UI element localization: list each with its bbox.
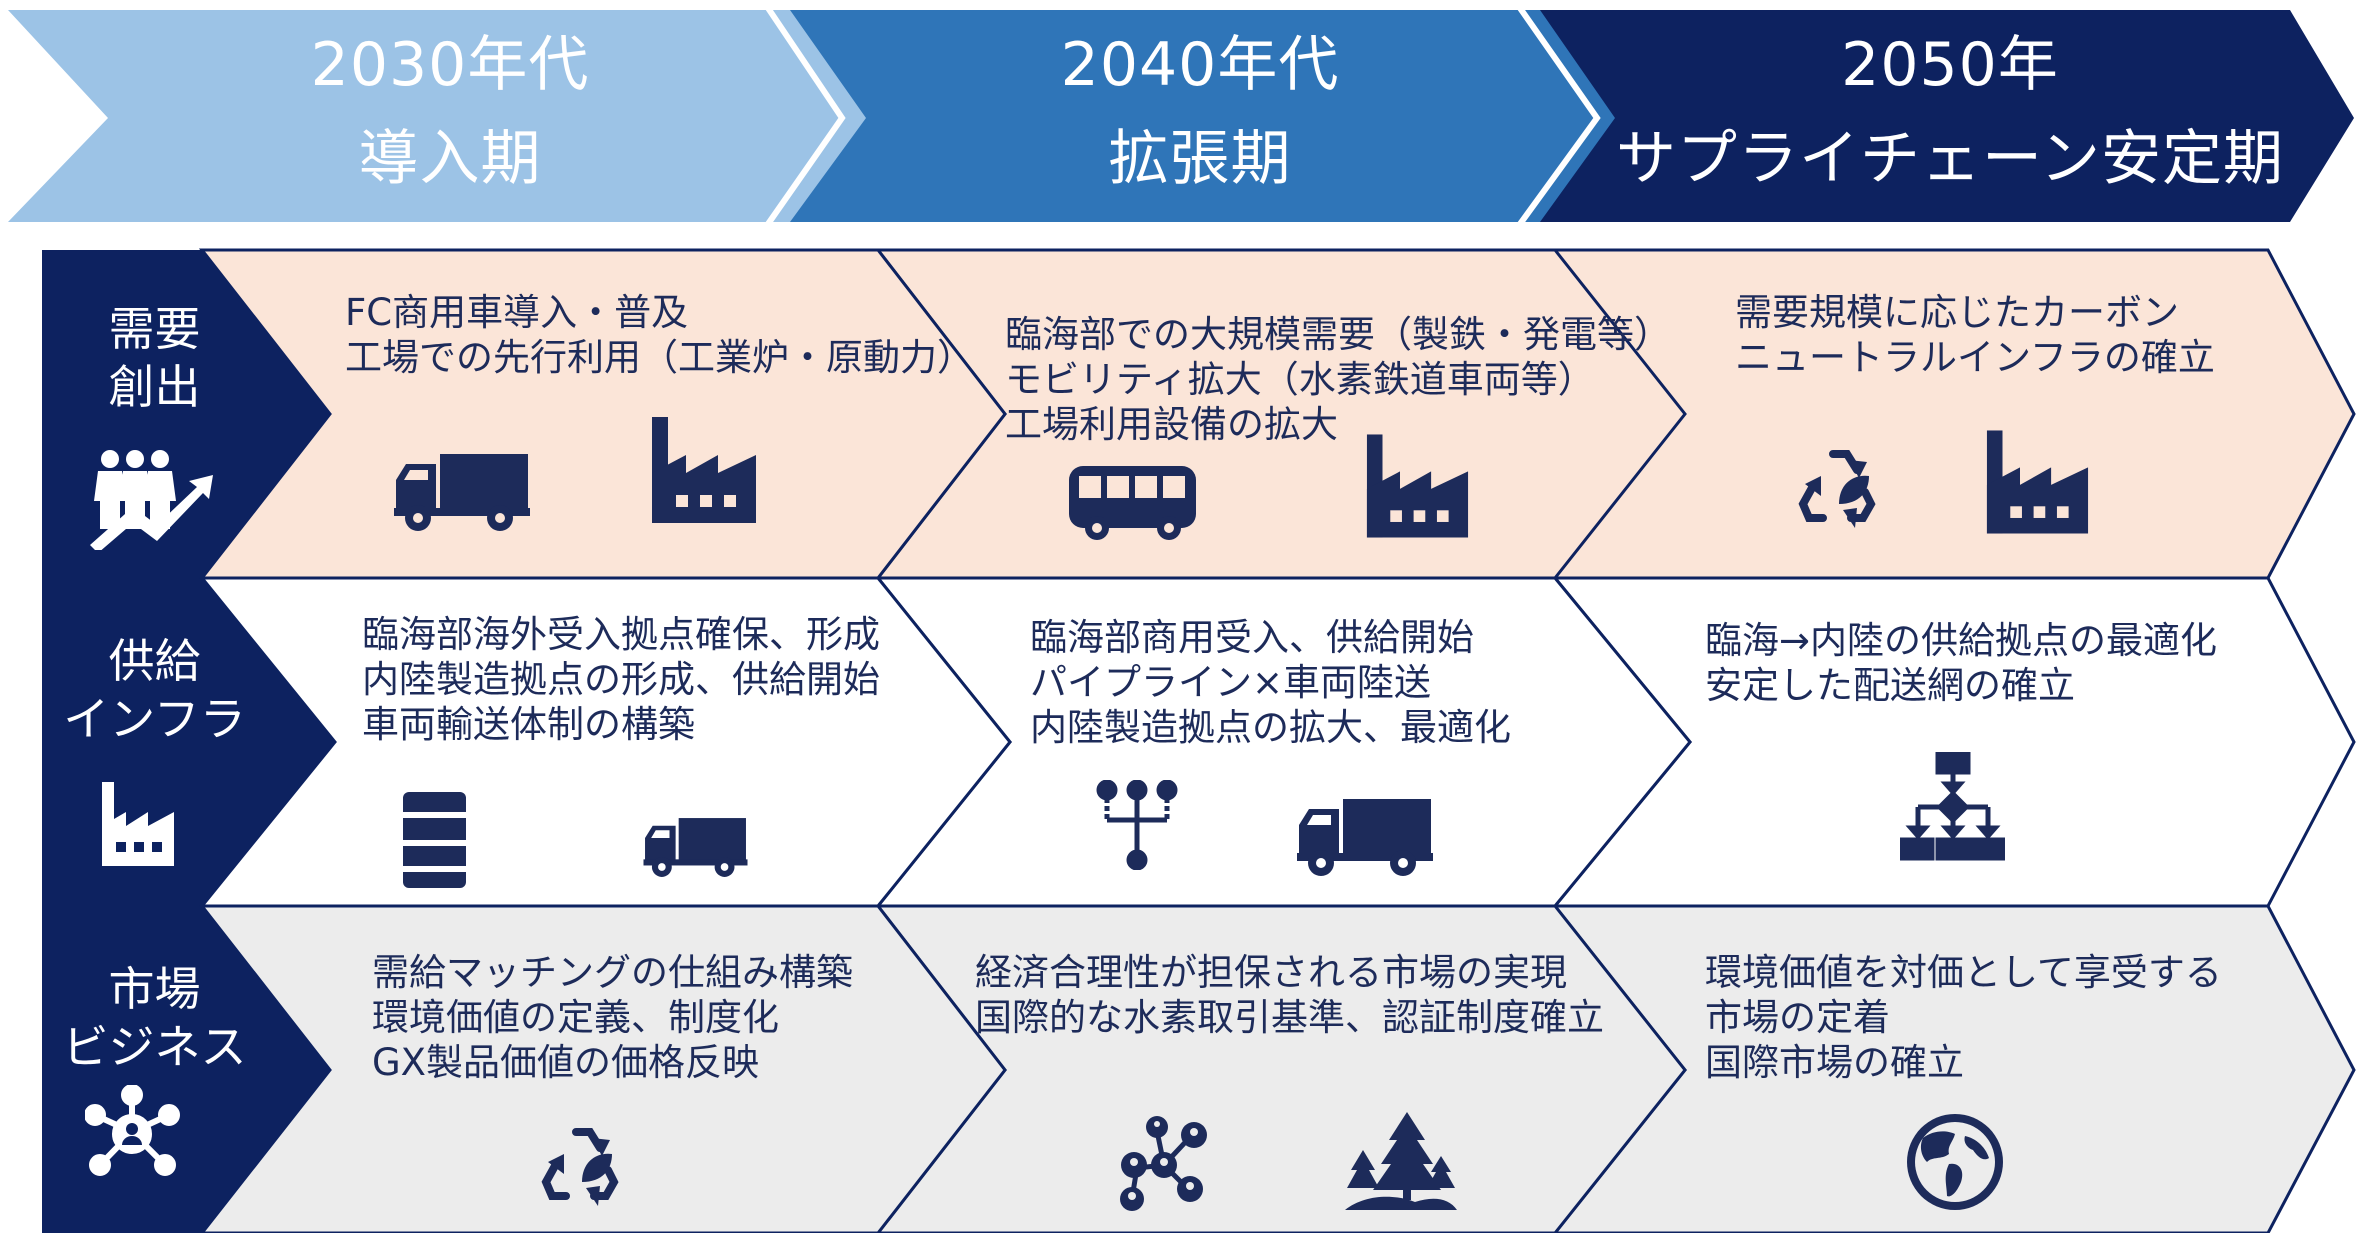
cell-line: 環境価値の定義、制度化 [372,996,779,1039]
cell-text-demand-1: FC商用車導入・普及 工場での先行利用（工業炉・原動力） [345,290,974,380]
cell-text-market-1: 需給マッチングの仕組み構築 環境価値の定義、制度化 GX製品価値の価格反映 [372,950,853,1085]
phase-chevron-1 [8,10,866,222]
phase-2-label: 2040年代 拡張期 [940,18,1460,206]
phase-chevron-2 [768,10,1615,222]
row-label-market: 市場 ビジネス [42,960,267,1076]
cell-line: 環境価値を対価として享受する [1705,951,2222,994]
row-label-market-line1: 市場 [108,962,201,1016]
row-label-demand-line1: 需要 [108,302,201,356]
cell-line: 国際市場の確立 [1705,1041,1964,1084]
cell-line: FC商用車導入・普及 [345,291,689,334]
people-growth-arrow-icon [85,445,215,550]
recycle-leaf-icon [538,1118,630,1210]
people-network-icon [1112,1113,1217,1213]
cell-line: 臨海部海外受入拠点確保、形成 [362,613,880,656]
cell-line: 車両輸送体制の構築 [362,703,695,746]
row-label-column [42,250,202,1233]
cell-line: 工場利用設備の拡大 [1005,403,1338,446]
cell-line: 臨海→内陸の供給拠点の最適化 [1705,619,2218,662]
oil-drum-icon [397,790,472,890]
cell-text-market-2: 経済合理性が担保される市場の実現 国際的な水素取引基準、認証制度確立 [975,950,1604,1040]
factory-icon [650,415,758,525]
cell-line: モビリティ拡大（水素鉄道車両等） [1005,358,1595,401]
cell-line: 市場の定着 [1705,996,1890,1039]
phase-3-year: 2050年 [1841,30,2059,100]
phase-3-label: 2050年 サプライチェーン安定期 [1610,18,2290,206]
cell-line: 国際的な水素取引基準、認証制度確立 [975,996,1604,1039]
cell-text-supply-1: 臨海部海外受入拠点確保、形成 内陸製造拠点の形成、供給開始 車両輸送体制の構築 [362,612,880,747]
row-label-supply-line2: インフラ [63,692,246,746]
factory-icon [1365,432,1470,540]
cell-line: 経済合理性が担保される市場の実現 [975,951,1567,994]
row-label-supply-line1: 供給 [108,634,201,688]
phase-1-label: 2030年代 導入期 [190,18,710,206]
truck-icon [392,450,532,535]
cell-line: 内陸製造拠点の形成、供給開始 [362,658,880,701]
phase-chevron-3 [1520,10,2354,222]
cell-line: 需要規模に応じたカーボン [1735,291,2179,334]
cell-text-supply-2: 臨海部商用受入、供給開始 パイプライン×車両陸送 内陸製造拠点の拡大、最適化 [1030,615,1511,750]
cell-line: GX製品価値の価格反映 [372,1041,760,1084]
cell-line: パイプライン×車両陸送 [1030,661,1432,704]
cell-line: ニュートラルインフラの確立 [1735,336,2215,379]
row-label-demand: 需要 創出 [42,300,267,416]
label-arrow-market [202,906,330,1233]
row-label-demand-line2: 創出 [108,360,201,414]
cell-line: 臨海部での大規模需要（製鉄・発電等） [1005,313,1671,356]
pipeline-branch-icon [1095,780,1180,870]
truck-icon [1295,795,1435,880]
label-arrow-demand [202,250,330,578]
cell-line: 工場での先行利用（工業炉・原動力） [345,336,974,379]
phase-1-year: 2030年代 [310,30,590,100]
cell-line: 安定した配送網の確立 [1705,664,2075,707]
forest-icon [1345,1110,1457,1212]
factory-icon [1985,428,2090,536]
recycle-leaf-icon [1795,440,1887,532]
phase-2-name: 拡張期 [1108,124,1292,194]
cell-text-market-3: 環境価値を対価として享受する 市場の定着 国際市場の確立 [1705,950,2222,1085]
row-label-supply: 供給 インフラ [42,632,267,748]
label-arrow-supply [202,578,335,906]
cell-text-demand-3: 需要規模に応じたカーボン ニュートラルインフラの確立 [1735,290,2215,380]
cell-text-supply-3: 臨海→内陸の供給拠点の最適化 安定した配送網の確立 [1705,618,2217,708]
globe-icon [1903,1110,2008,1215]
bus-icon [1065,462,1200,542]
phase-2-year: 2040年代 [1060,30,1340,100]
row-market-cells [198,904,2356,1233]
cell-text-demand-2: 臨海部での大規模需要（製鉄・発電等） モビリティ拡大（水素鉄道車両等） 工場利用… [1005,312,1671,447]
phase-3-name: サプライチェーン安定期 [1616,124,2284,194]
network-hub-icon [85,1085,180,1180]
cell-line: 内陸製造拠点の拡大、最適化 [1030,706,1511,749]
cell-line: 需給マッチングの仕組み構築 [372,951,853,994]
cell-line: 臨海部商用受入、供給開始 [1030,616,1474,659]
flowchart-icon [1900,752,2005,862]
phase-1-name: 導入期 [358,124,542,194]
factory-icon [98,778,178,868]
truck-icon [638,815,753,880]
row-label-market-line2: ビジネス [62,1020,247,1074]
